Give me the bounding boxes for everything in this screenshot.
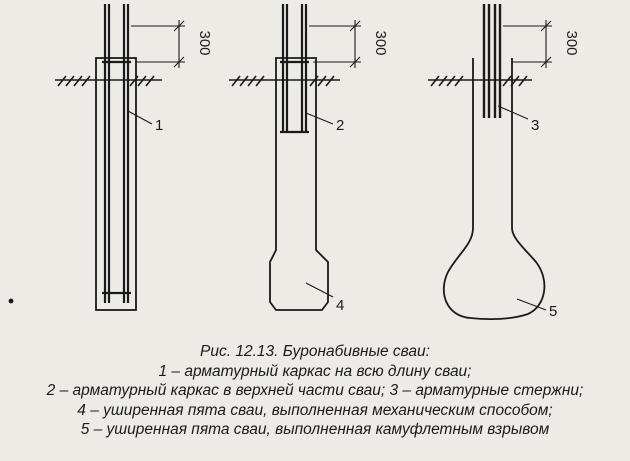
caption-title: Рис. 12.13. Буронабивные сваи:: [200, 343, 430, 360]
figure-caption: Рис. 12.13. Буронабивные сваи: 1 – армат…: [0, 342, 630, 440]
dimension-1: [131, 20, 185, 68]
upper-cage-2: [280, 4, 309, 134]
leader-5: [516, 298, 547, 311]
ground-2: [229, 75, 340, 87]
pile-body-3: [443, 58, 546, 321]
callout-4: 4: [336, 297, 344, 314]
piles-diagram: 300 1: [8, 4, 580, 321]
pile-body-1: [95, 57, 137, 311]
leader-2: [305, 112, 334, 125]
callout-5: 5: [549, 303, 557, 320]
caption-line: 2 – арматурный каркас в верхней части св…: [46, 382, 584, 399]
rebars-3: [482, 4, 502, 118]
pile-2: 300 2 4: [229, 4, 389, 314]
leader-4: [305, 282, 334, 298]
caption-line: 5 – уширенная пята сваи, выполненная кам…: [80, 421, 550, 438]
dimension-3: [503, 20, 552, 68]
pile-body-2: [269, 57, 329, 311]
leader-1: [127, 110, 153, 125]
callout-3: 3: [531, 117, 539, 134]
dimension-2: [309, 20, 361, 68]
caption-line: 4 – уширенная пята сваи, выполненная мех…: [77, 401, 553, 419]
callout-1: 1: [155, 117, 163, 134]
leader-3: [497, 105, 529, 120]
ground-3: [428, 75, 532, 87]
dimension-label-3: 300: [563, 30, 580, 55]
pile-3: 300 3 5: [428, 4, 580, 321]
caption-line: 1 – арматурный каркас на всю длину сваи;: [158, 362, 472, 380]
callout-2: 2: [336, 117, 344, 134]
full-cage-1: [102, 4, 131, 303]
pile-1: 300 1: [55, 4, 213, 311]
dimension-label-2: 300: [372, 30, 389, 55]
print-speck: [8, 298, 14, 304]
dimension-label-1: 300: [196, 30, 213, 55]
